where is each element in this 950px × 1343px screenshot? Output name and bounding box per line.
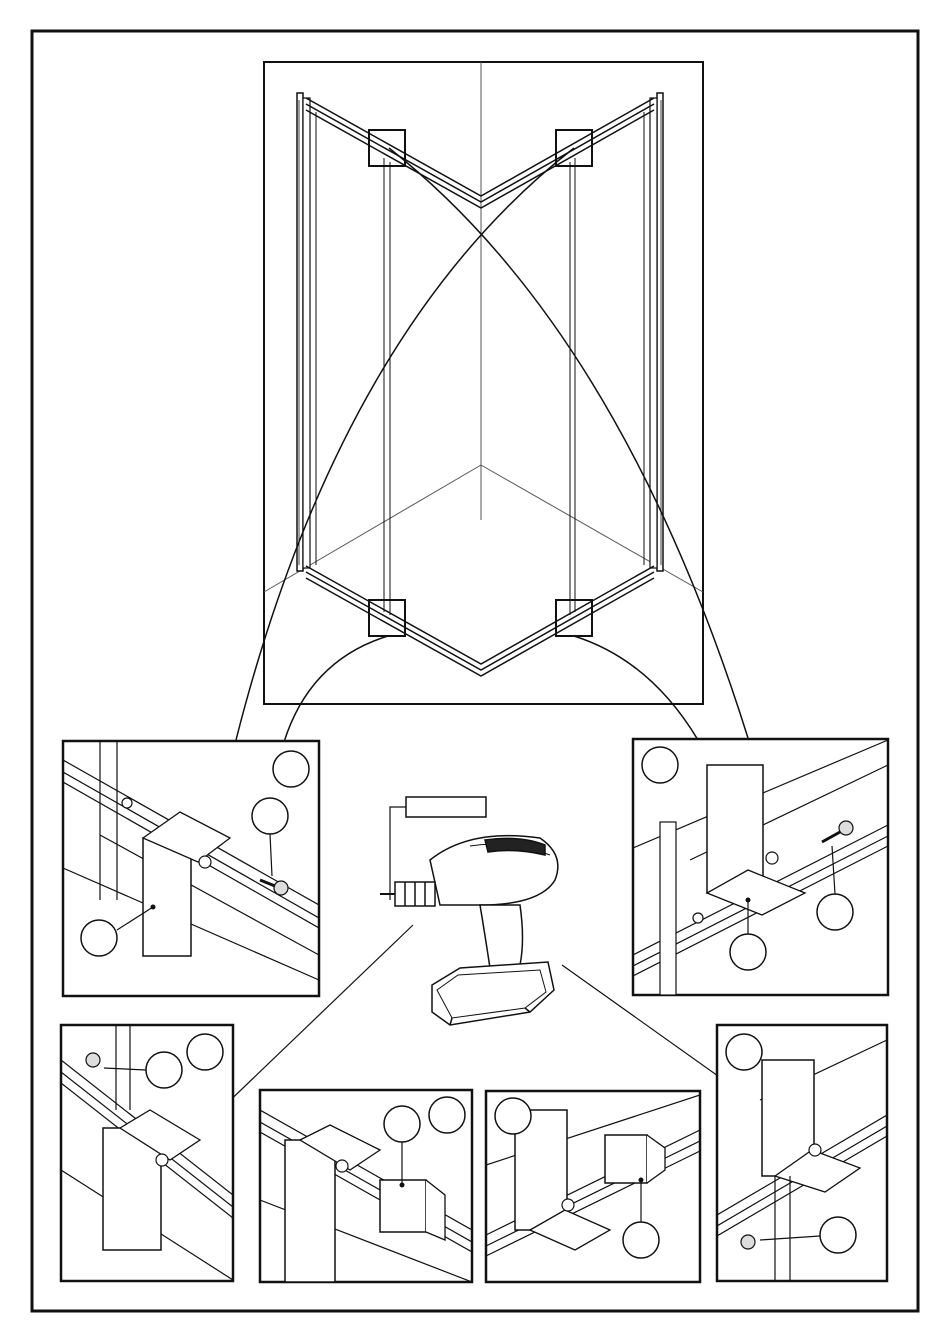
detail-panel-bottom-3 [486, 1091, 700, 1282]
callout-circle [623, 1222, 659, 1258]
callout-circle [817, 894, 853, 930]
callout-circle [726, 1034, 762, 1070]
drill-icon [380, 797, 558, 1025]
callout-circle [252, 798, 288, 834]
overview-panel [236, 62, 748, 742]
callout-circle [429, 1097, 465, 1133]
detail-panel-top-right [633, 739, 888, 995]
callout-circle [642, 747, 678, 783]
detail-panel-top-left [63, 741, 319, 996]
callout-circle [187, 1034, 223, 1070]
overview-frame [264, 62, 703, 704]
right-wall-profile [650, 93, 663, 571]
callout-circle [730, 934, 766, 970]
left-wall-profile [297, 93, 310, 571]
detail-panel-bottom-1 [61, 1025, 233, 1281]
callout-circle [820, 1217, 856, 1253]
callout-circle [495, 1098, 531, 1134]
callout-circle [81, 920, 117, 956]
callout-circle [273, 751, 309, 787]
detail-panel-bottom-4 [717, 1025, 887, 1281]
callout-circle [146, 1052, 182, 1088]
detail-panel-bottom-2 [260, 1090, 472, 1282]
drill-bit-label-box [406, 797, 486, 817]
callout-circle [384, 1106, 420, 1142]
